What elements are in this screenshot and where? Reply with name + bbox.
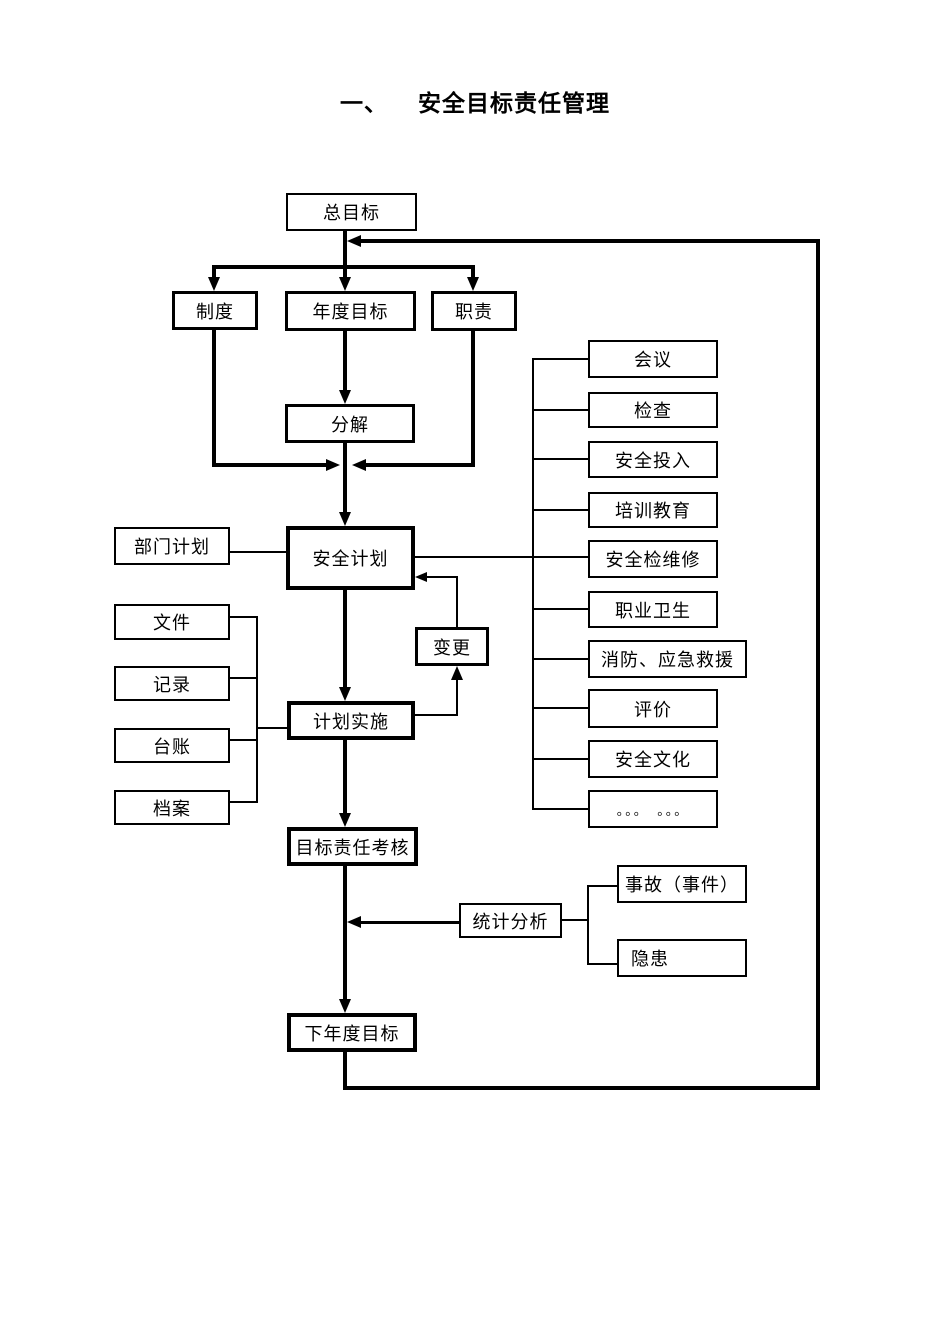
edge-stub-fire [532,658,588,660]
edge-stub-ledger [230,739,258,741]
node-fire-emergency-rescue: 消防、应急救援 [588,640,747,678]
node-safety-culture: 安全文化 [588,740,718,778]
edge-statistics-branch [587,885,589,965]
node-annual-goal: 年度目标 [285,291,416,331]
node-next-year-goal: 下年度目标 [287,1013,417,1052]
node-accident-event: 事故（事件） [617,865,747,903]
edge-to-hidden-danger [587,963,617,965]
edge-overallgoal-down [343,231,347,268]
node-safety-maintenance: 安全检维修 [588,540,718,578]
node-statistical-analysis: 统计分析 [459,903,562,938]
edge-change-up-v [456,576,458,627]
title-number: 一、 [340,91,388,116]
edge-stub-occupational [532,608,588,610]
arrow-into-duty [467,277,479,291]
node-change: 变更 [415,627,489,666]
node-overall-goal: 总目标 [286,193,417,231]
edge-stub-evaluation [532,707,588,709]
edge-loop-top [361,239,816,243]
edge-statistics-right [562,919,588,921]
edge-departmentplan-safetyplan [230,551,286,553]
edge-righttree-trunk [532,358,534,810]
arrow-into-system [208,277,220,291]
edge-stub-culture [532,758,588,760]
edge-implementation-assessment [343,740,347,814]
edge-stub-record [230,677,258,679]
arrow-into-target-assessment [339,813,351,827]
title-text: 安全目标责任管理 [418,91,610,116]
arrow-into-plan-implementation [339,687,351,701]
edge-decompose-safetyplan [343,443,347,513]
edge-loop-bottom [343,1086,820,1090]
edge-loop-start [343,1052,347,1088]
arrow-system-join [326,459,340,471]
node-plan-implementation: 计划实施 [287,701,415,740]
page-title: 一、 安全目标责任管理 [0,84,950,118]
arrow-duty-join [352,459,366,471]
edge-safetyplan-righttree [415,556,588,558]
arrow-into-next-year-goal [339,999,351,1013]
edge-drop-annualgoal [343,265,347,279]
arrow-into-annual-goal [339,277,351,291]
node-archive: 档案 [114,790,230,825]
edge-system-join [212,463,326,467]
edge-system-down [212,330,216,467]
edge-drop-system [212,265,216,279]
arrow-change-into-safety-plan [415,572,427,582]
node-ledger: 台账 [114,728,230,763]
edge-annualgoal-decompose [343,331,347,391]
arrow-into-safety-plan [339,512,351,526]
edge-stub-meeting [532,358,588,360]
edge-stub-ellipsis [532,808,588,810]
edge-implementation-change-v [456,678,458,716]
arrow-into-decompose [339,390,351,404]
edge-stub-inspection [532,409,588,411]
edge-duty-down [471,331,475,467]
edge-to-accident [587,885,617,887]
arrow-statistics-into-flow [347,916,361,928]
edge-statistics-feed [361,921,459,924]
edge-assessment-nextyear [343,866,347,1000]
edge-lefttree-to-implementation [256,727,287,729]
node-inspection: 检查 [588,392,718,428]
arrow-into-change [451,666,463,680]
edge-stub-training [532,509,588,511]
node-meeting: 会议 [588,340,718,378]
node-safety-investment: 安全投入 [588,441,718,478]
node-occupational-health: 职业卫生 [588,591,718,628]
edge-loop-right [816,239,820,1090]
node-system: 制度 [172,291,258,330]
edge-safetyplan-implementation [343,590,347,688]
node-evaluation: 评价 [588,689,718,728]
arrow-loop-into-overall-goal [347,235,361,247]
edge-implementation-change-h [415,714,458,716]
node-hidden-danger: 隐患 [617,939,747,977]
node-record: 记录 [114,666,230,701]
edge-lefttree-trunk [256,616,258,803]
node-ellipsis: 。。。 。。。 [588,790,718,828]
node-training-education: 培训教育 [588,492,718,528]
edge-stub-document [230,616,258,618]
edge-duty-join [366,463,471,467]
edge-stub-safety-investment [532,458,588,460]
edge-change-up-h [427,576,458,578]
node-safety-plan: 安全计划 [286,526,415,590]
node-department-plan: 部门计划 [114,527,230,565]
edge-drop-duty [471,265,475,279]
node-document: 文件 [114,604,230,640]
node-duty: 职责 [431,291,517,331]
node-decompose: 分解 [285,404,415,443]
edge-stub-archive [230,801,258,803]
node-target-assessment: 目标责任考核 [287,827,418,866]
